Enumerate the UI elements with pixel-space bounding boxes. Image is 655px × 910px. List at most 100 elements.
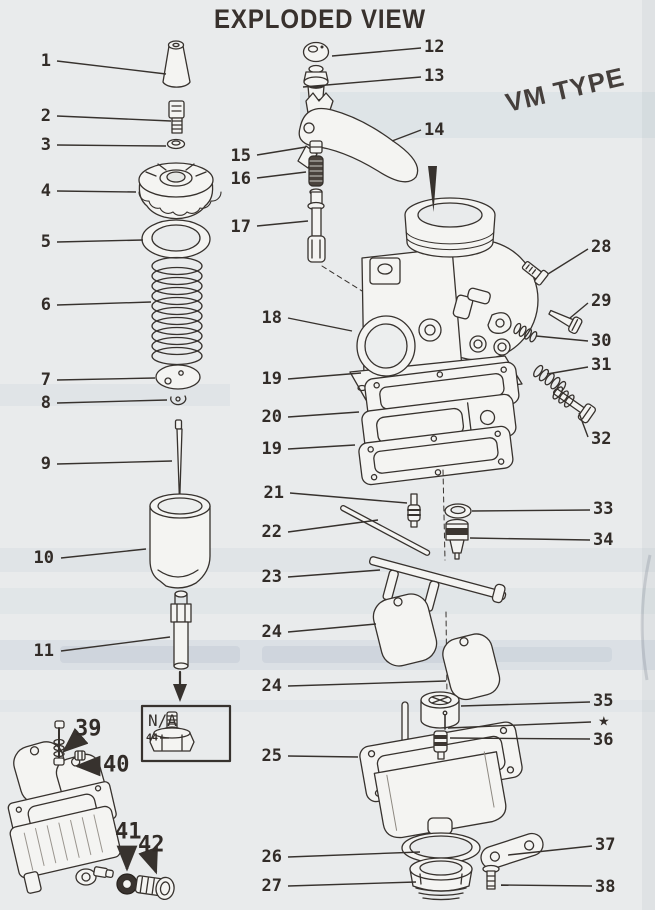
callout-7: 7 <box>41 370 51 390</box>
part-35-baffle <box>420 691 460 729</box>
part-7-spring-seat <box>155 364 201 390</box>
leader-line-4 <box>56 190 137 193</box>
leader-line-39 <box>62 727 89 753</box>
part-39-overflow-screw <box>53 720 65 766</box>
part-22-float-pin <box>340 505 431 556</box>
part-10-throttle-slide <box>149 493 211 589</box>
leader-line-27 <box>287 881 417 887</box>
callout-1: 1 <box>41 51 51 71</box>
part-17-starter-plunger <box>307 188 326 263</box>
part-14-starter-lever <box>297 92 419 183</box>
leader-line-30 <box>535 335 589 342</box>
part-24-float-left <box>372 593 438 667</box>
leader-line-1 <box>56 60 167 75</box>
callout-11: 11 <box>34 641 54 661</box>
part-28-air-jet <box>521 261 549 286</box>
callout-2: 2 <box>41 106 51 126</box>
leader-line-23 <box>287 569 381 578</box>
part-2-cable-adjuster-screw <box>168 100 185 134</box>
leader-line-32 <box>578 412 589 438</box>
part-26-drain-oring <box>401 832 481 864</box>
leader-line-34 <box>469 537 591 541</box>
part-5-cap-seal-ring <box>141 219 211 259</box>
callout-19: 19 <box>262 369 282 389</box>
leader-line-19 <box>287 444 356 450</box>
part-27-drain-plug <box>409 857 473 901</box>
part-34-float-needle-valve <box>445 518 469 560</box>
leader-line-13 <box>302 76 422 88</box>
callout-25: 25 <box>262 746 282 766</box>
leader-line-37 <box>507 845 593 856</box>
callout-29: 29 <box>591 291 611 311</box>
part-29-pilot-air-screw <box>548 309 583 335</box>
part-31-throttle-stop-spring <box>533 364 567 394</box>
callout-17: 17 <box>231 217 251 237</box>
callout-3: 3 <box>41 135 51 155</box>
callout-26: 26 <box>262 847 282 867</box>
part-24-float-right <box>442 633 501 701</box>
part-25-float-bowl <box>359 691 523 839</box>
leader-line-15 <box>256 146 307 156</box>
part-41-sealing-washer <box>116 873 138 895</box>
part-21-pilot-jet <box>407 493 421 528</box>
callout-6: 6 <box>41 295 51 315</box>
callout-40: 40 <box>103 753 130 778</box>
callout-38: 38 <box>595 877 615 897</box>
leader-line-24 <box>287 623 377 633</box>
callout-15: 15 <box>231 146 251 166</box>
callout-13: 13 <box>424 66 444 86</box>
leader-line-35 <box>460 701 591 707</box>
leader-line-31 <box>546 366 589 375</box>
leader-line-29 <box>569 302 589 319</box>
leader-line-22 <box>287 519 379 533</box>
leader-line-19 <box>287 372 362 380</box>
page-title: EXPLODED VIEW <box>214 4 426 34</box>
leader-line-11 <box>60 636 171 652</box>
leader-line-7 <box>56 377 156 381</box>
part-star-pin <box>442 710 448 730</box>
assembly-arrow-down-left <box>173 670 187 702</box>
part-16-starter-spring <box>308 155 324 187</box>
callout-18: 18 <box>262 308 282 328</box>
callout-42: 42 <box>138 833 165 858</box>
part-33-valve-washer <box>444 503 472 519</box>
callout-34: 34 <box>593 530 613 550</box>
part-42-banjo-bolt <box>134 875 175 901</box>
callout-32: 32 <box>591 429 611 449</box>
callout-24: 24 <box>262 676 282 696</box>
float-bowl-assembly <box>7 720 175 901</box>
callout-10: 10 <box>34 548 54 568</box>
part-13-starter-nut <box>303 64 329 101</box>
leader-line-14 <box>391 129 422 142</box>
callout-19: 19 <box>262 439 282 459</box>
callout-5: 5 <box>41 232 51 252</box>
callout-16: 16 <box>231 169 251 189</box>
callout-21: 21 <box>264 483 284 503</box>
part-3-locknut <box>166 138 186 150</box>
leader-line-24 <box>287 680 447 687</box>
callout-44: 44 <box>146 733 158 744</box>
leader-line-5 <box>56 239 144 243</box>
leader-line-20 <box>287 411 360 418</box>
leader-line-33 <box>471 509 591 512</box>
callout-14: 14 <box>424 120 444 140</box>
assembly-arrow-into-bore <box>428 166 437 212</box>
part-15-plunger-cap <box>309 140 323 154</box>
callout-36: 36 <box>593 730 613 750</box>
callout-35: 35 <box>593 691 613 711</box>
callout-24: 24 <box>262 622 282 642</box>
leader-line-6 <box>56 301 152 306</box>
callout-33: 33 <box>593 499 613 519</box>
leader-line-8 <box>56 399 168 404</box>
part-banjo-fitting <box>93 866 114 879</box>
callout-31: 31 <box>591 355 611 375</box>
part-12-starter-cap <box>302 41 330 63</box>
part-11-needle-jet <box>170 590 192 670</box>
callout-23: 23 <box>262 567 282 587</box>
leader-line-42 <box>138 846 158 875</box>
callout-41: 41 <box>115 820 142 845</box>
leader-line-9 <box>56 460 173 465</box>
part-1-cable-adjuster-cover <box>162 40 191 88</box>
